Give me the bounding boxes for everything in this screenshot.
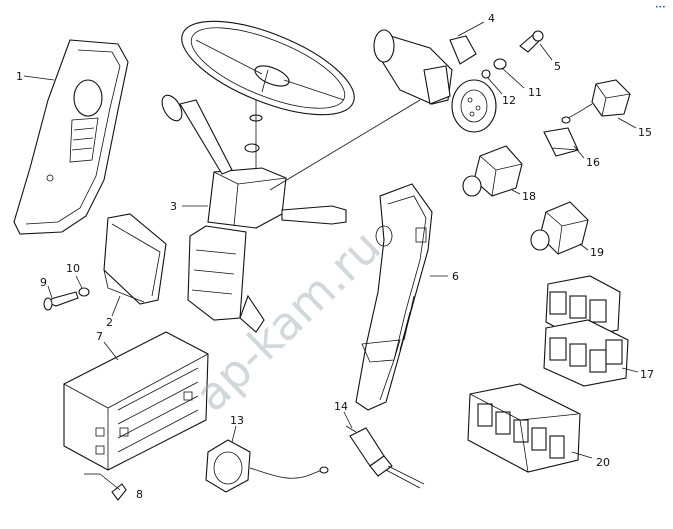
- part-7-control-unit: [63, 331, 209, 471]
- label-10: 10: [66, 262, 80, 275]
- steering-wheel: [181, 20, 355, 116]
- label-19: 19: [590, 246, 604, 259]
- label-6: 6: [452, 270, 459, 283]
- label-14: 14: [334, 400, 348, 413]
- label-17: 17: [640, 368, 654, 381]
- label-18: 18: [522, 190, 536, 203]
- label-20: 20: [596, 456, 610, 469]
- label-8: 8: [136, 488, 143, 501]
- part-2-lower-panel: [103, 213, 167, 305]
- part-18-switch: [462, 145, 523, 197]
- label-1: 1: [16, 70, 23, 83]
- part-17-relay-block: [543, 275, 629, 387]
- part-13-connector: [205, 439, 329, 493]
- corner-mark: •••: [655, 4, 666, 11]
- part-5-screw: [519, 30, 544, 53]
- part-11-washer: [493, 58, 507, 70]
- part-12-washer: [481, 69, 491, 79]
- label-16: 16: [586, 156, 600, 169]
- part-1-upper-shroud: [13, 39, 129, 235]
- part-15-sensor: [561, 79, 631, 124]
- label-11: 11: [528, 86, 542, 99]
- part-3-combination-switch: [161, 94, 347, 333]
- label-13: 13: [230, 414, 244, 427]
- assembly-line: [269, 99, 421, 191]
- label-7: 7: [96, 330, 103, 343]
- part-14-sensor: [345, 425, 425, 489]
- label-12: 12: [502, 94, 516, 107]
- part-4-rotary-switch: [373, 29, 497, 133]
- part-16-cap: [543, 127, 579, 157]
- part-6-lower-shroud: [355, 183, 433, 411]
- label-15: 15: [638, 126, 652, 139]
- label-2: 2: [106, 316, 113, 329]
- label-9: 9: [40, 276, 47, 289]
- part-8-screw: [99, 473, 127, 501]
- label-3: 3: [170, 200, 177, 213]
- part-10-washer: [78, 287, 90, 297]
- part-9-screw: [43, 291, 79, 311]
- part-20-fuse-block: [467, 383, 581, 473]
- label-4: 4: [488, 12, 495, 25]
- column-nut: [244, 100, 263, 168]
- part-19-switch: [530, 201, 589, 255]
- label-5: 5: [554, 60, 561, 73]
